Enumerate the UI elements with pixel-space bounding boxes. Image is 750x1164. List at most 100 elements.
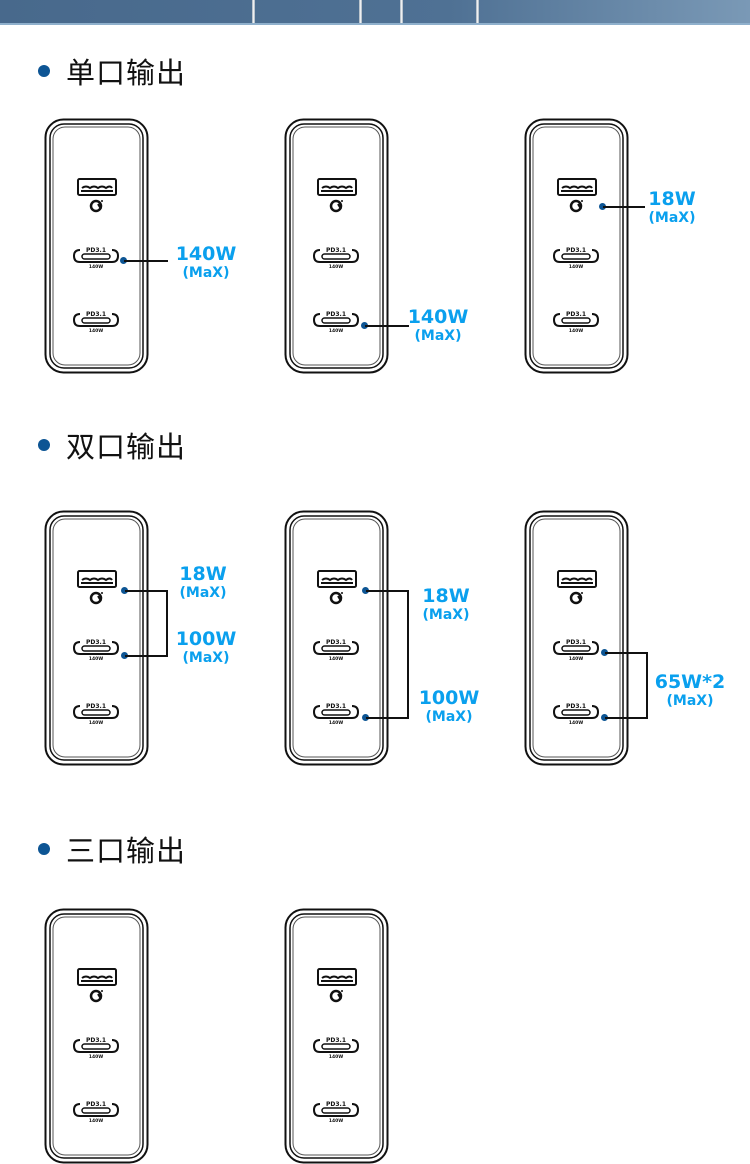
svg-text:140W: 140W bbox=[329, 1054, 343, 1060]
watt-value: 18W bbox=[179, 563, 227, 585]
callout-line bbox=[646, 652, 648, 719]
bullet-icon bbox=[38, 843, 50, 855]
usb-c-port-icon: PD3.1 140W bbox=[312, 639, 360, 662]
banner-divider bbox=[400, 0, 403, 23]
max-note: (MaX) bbox=[425, 709, 473, 725]
callout-line bbox=[124, 260, 168, 262]
max-note: (MaX) bbox=[414, 328, 462, 344]
power-label: 65W*2 (MaX) bbox=[650, 673, 730, 709]
usb-a-port-icon bbox=[77, 178, 117, 196]
bullet-icon bbox=[38, 439, 50, 451]
usb-a-port-icon bbox=[77, 570, 117, 588]
charger-illustration: PD3.1 140W PD3.1 140W bbox=[284, 510, 389, 766]
max-note: (MaX) bbox=[666, 693, 714, 709]
port-marker bbox=[120, 257, 127, 264]
svg-text:140W: 140W bbox=[329, 720, 343, 726]
svg-text:140W: 140W bbox=[569, 656, 583, 662]
svg-text:140W: 140W bbox=[89, 328, 103, 334]
charger-illustration: PD3.1 140W PD3.1 140W bbox=[284, 118, 389, 374]
svg-text:140W: 140W bbox=[89, 1118, 103, 1124]
svg-text:140W: 140W bbox=[89, 720, 103, 726]
usb-c-port-icon: PD3.1 140W bbox=[72, 247, 120, 270]
charger-illustration: PD3.1 140W PD3.1 140W bbox=[524, 118, 629, 374]
port-marker bbox=[121, 587, 128, 594]
svg-text:PD3.1: PD3.1 bbox=[566, 639, 586, 646]
port-marker bbox=[121, 652, 128, 659]
callout-line bbox=[125, 590, 167, 592]
svg-text:PD3.1: PD3.1 bbox=[86, 1037, 106, 1044]
charger-illustration: PD3.1 140W PD3.1 140W bbox=[524, 510, 629, 766]
port-marker bbox=[601, 714, 608, 721]
svg-text:140W: 140W bbox=[329, 1118, 343, 1124]
section-single-output: 单口输出 bbox=[38, 50, 186, 92]
port-marker bbox=[601, 649, 608, 656]
watt-value: 140W bbox=[407, 306, 469, 328]
power-label: 18W (MaX) bbox=[411, 587, 481, 623]
port-marker bbox=[362, 587, 369, 594]
usb-c-port-icon: PD3.1 140W bbox=[72, 639, 120, 662]
port-marker bbox=[599, 203, 606, 210]
callout-line bbox=[605, 652, 647, 654]
svg-text:140W: 140W bbox=[569, 264, 583, 270]
charger-outline-icon: PD3.1 140W PD3.1 140W bbox=[524, 510, 629, 766]
charger-illustration: PD3.1 140W PD3.1 140W bbox=[44, 908, 149, 1164]
charger-illustration: PD3.1 140W PD3.1 140W bbox=[44, 510, 149, 766]
charger-outline-icon: PD3.1 140W PD3.1 140W bbox=[284, 908, 389, 1164]
svg-text:140W: 140W bbox=[329, 328, 343, 334]
charger-illustration: PD3.1 140W PD3.1 140W bbox=[284, 908, 389, 1164]
svg-text:PD3.1: PD3.1 bbox=[326, 1037, 346, 1044]
callout-line bbox=[605, 717, 647, 719]
banner-divider bbox=[476, 0, 479, 23]
callout-line bbox=[407, 590, 409, 719]
callout-line bbox=[366, 717, 408, 719]
watt-value: 100W bbox=[418, 687, 480, 709]
charger-outline-icon: PD3.1 140W PD3.1 140W bbox=[44, 510, 149, 766]
charger-outline-icon: PD3.1 140W PD3.1 140W bbox=[524, 118, 629, 374]
charger-outline-icon: PD3.1 140W PD3.1 140W bbox=[284, 118, 389, 374]
power-label: 140W (MaX) bbox=[166, 245, 246, 281]
section-dual-output: 双口输出 bbox=[38, 424, 186, 466]
svg-text:PD3.1: PD3.1 bbox=[86, 703, 106, 710]
section-title: 双口输出 bbox=[66, 430, 187, 464]
svg-text:PD3.1: PD3.1 bbox=[566, 247, 586, 254]
bullet-icon bbox=[38, 65, 50, 77]
usb-c-port-icon: PD3.1 140W bbox=[312, 311, 360, 334]
usb-a-port-icon bbox=[557, 178, 597, 196]
svg-text:PD3.1: PD3.1 bbox=[326, 247, 346, 254]
quick-charge-icon bbox=[569, 199, 583, 213]
charger-outline-icon: PD3.1 140W PD3.1 140W bbox=[284, 510, 389, 766]
power-label: 100W (MaX) bbox=[411, 687, 487, 725]
max-note: (MaX) bbox=[182, 650, 230, 666]
power-label: 140W (MaX) bbox=[398, 306, 478, 344]
svg-text:PD3.1: PD3.1 bbox=[86, 311, 106, 318]
max-note: (MaX) bbox=[422, 607, 470, 623]
power-label: 100W (MaX) bbox=[168, 630, 244, 666]
power-label: 18W (MaX) bbox=[168, 563, 238, 601]
callout-line bbox=[603, 206, 645, 208]
max-note: (MaX) bbox=[179, 585, 227, 601]
max-note: (MaX) bbox=[182, 265, 230, 281]
svg-text:140W: 140W bbox=[329, 264, 343, 270]
svg-text:140W: 140W bbox=[89, 1054, 103, 1060]
quick-charge-icon bbox=[329, 199, 343, 213]
port-marker bbox=[361, 322, 368, 329]
svg-text:140W: 140W bbox=[89, 656, 103, 662]
usb-a-port-icon bbox=[317, 570, 357, 588]
watt-value: 18W bbox=[648, 188, 696, 210]
section-title: 三口输出 bbox=[66, 834, 187, 868]
quick-charge-icon bbox=[569, 591, 583, 605]
power-label: 18W (MaX) bbox=[637, 188, 707, 226]
svg-text:PD3.1: PD3.1 bbox=[86, 639, 106, 646]
top-banner bbox=[0, 0, 750, 25]
svg-text:PD3.1: PD3.1 bbox=[566, 703, 586, 710]
section-triple-output: 三口输出 bbox=[38, 828, 186, 870]
port-marker bbox=[362, 714, 369, 721]
charger-illustration: PD3.1 140W PD3.1 140W bbox=[44, 118, 149, 374]
usb-c-port-icon: PD3.1 140W bbox=[72, 703, 120, 726]
banner-divider bbox=[359, 0, 362, 23]
usb-c-port-icon: PD3.1 140W bbox=[312, 703, 360, 726]
svg-text:PD3.1: PD3.1 bbox=[86, 247, 106, 254]
svg-text:PD3.1: PD3.1 bbox=[326, 703, 346, 710]
quick-charge-icon bbox=[89, 591, 103, 605]
quick-charge-icon bbox=[89, 199, 103, 213]
